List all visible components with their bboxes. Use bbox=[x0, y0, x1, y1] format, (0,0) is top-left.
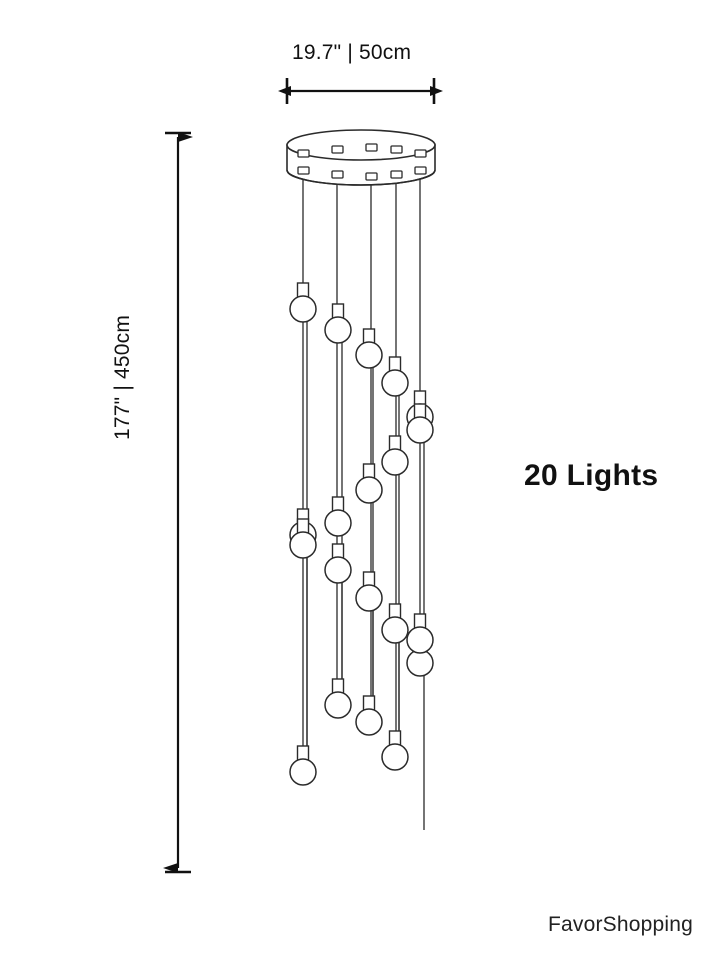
globe-pendant bbox=[406, 403, 434, 444]
globe-pendant bbox=[381, 730, 409, 771]
globe-pendant bbox=[355, 571, 383, 612]
globe-pendant bbox=[289, 282, 317, 323]
canopy bbox=[286, 129, 436, 186]
globe-shade bbox=[355, 341, 383, 369]
height-dimension-arrow bbox=[163, 131, 193, 874]
cable-clips bbox=[297, 143, 427, 181]
globe-shade bbox=[324, 316, 352, 344]
globe-pendant-group bbox=[289, 282, 434, 786]
globe-pendant bbox=[355, 463, 383, 504]
globe-pendant bbox=[324, 496, 352, 537]
globe-pendant bbox=[324, 543, 352, 584]
globe-pendant bbox=[355, 328, 383, 369]
globe-pendant bbox=[289, 518, 317, 559]
brand-watermark: FavorShopping bbox=[548, 913, 694, 936]
width-dimension-arrow bbox=[278, 78, 443, 104]
globe-pendant bbox=[381, 356, 409, 397]
globe-shade bbox=[324, 509, 352, 537]
globe-pendant bbox=[406, 613, 434, 654]
globe-shade bbox=[355, 584, 383, 612]
globe-shade bbox=[381, 448, 409, 476]
globe-pendant bbox=[381, 435, 409, 476]
globe-shade bbox=[406, 649, 434, 677]
globe-shade bbox=[289, 758, 317, 786]
light-count-label: 20 Lights bbox=[524, 459, 659, 492]
pendant-cords bbox=[302, 172, 421, 772]
globe-shade bbox=[355, 708, 383, 736]
globe-shade bbox=[289, 295, 317, 323]
height-dimension-label: 177" | 450cm bbox=[111, 314, 134, 440]
globe-pendant bbox=[324, 303, 352, 344]
globe-shade bbox=[406, 626, 434, 654]
globe-shade bbox=[406, 416, 434, 444]
globe-shade bbox=[289, 531, 317, 559]
globe-shade bbox=[381, 743, 409, 771]
globe-shade bbox=[381, 369, 409, 397]
globe-shade bbox=[381, 616, 409, 644]
globe-pendant bbox=[324, 678, 352, 719]
globe-shade bbox=[324, 691, 352, 719]
globe-shade bbox=[324, 556, 352, 584]
globe-pendant bbox=[381, 603, 409, 644]
globe-pendant bbox=[289, 745, 317, 786]
pendant-cords-secondary bbox=[306, 322, 425, 830]
width-dimension-label: 19.7" | 50cm bbox=[292, 41, 412, 64]
globe-pendant bbox=[355, 695, 383, 736]
globe-shade bbox=[355, 476, 383, 504]
